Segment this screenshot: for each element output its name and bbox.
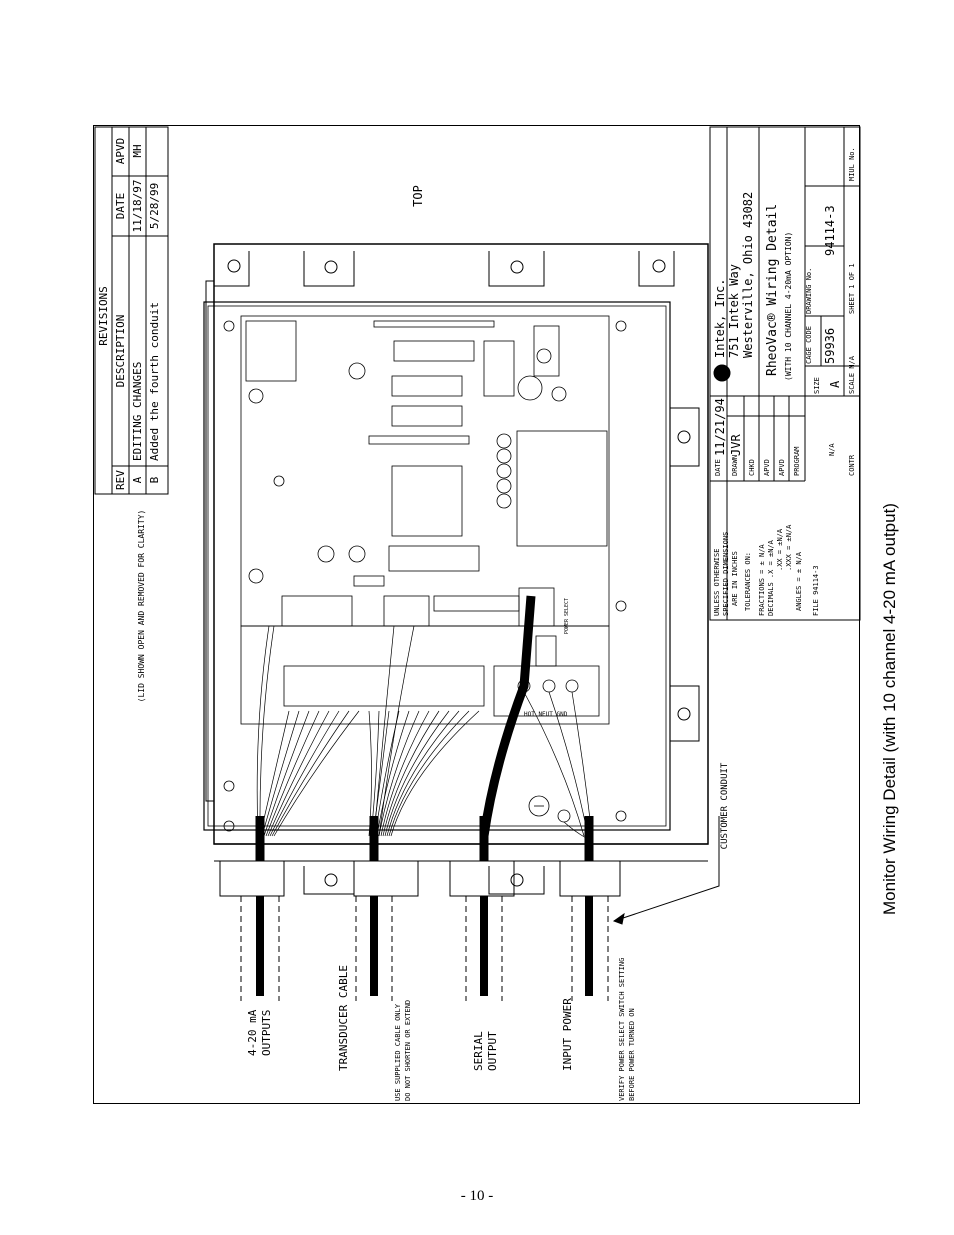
rev-a-description: EDITING CHANGES bbox=[131, 362, 144, 461]
drawing-frame: REVISIONS REV DESCRIPTION DATE APVD A ED… bbox=[93, 125, 861, 1104]
company-line-3: Westerville, Ohio 43082 bbox=[741, 192, 755, 358]
role-chkd: CHKD bbox=[748, 459, 756, 476]
rev-b: B bbox=[148, 476, 161, 483]
thick-cables bbox=[255, 595, 594, 996]
power-label: INPUT POWER bbox=[561, 998, 574, 1071]
rev-a-apvd: MH bbox=[131, 144, 144, 157]
revisions-table bbox=[94, 126, 169, 495]
role-contr: CONTR bbox=[848, 454, 856, 476]
enclosure bbox=[203, 243, 709, 897]
tol-0: UNLESS OTHERWISE bbox=[713, 549, 721, 616]
tol-8: ANGLES = ± N/A bbox=[795, 551, 803, 611]
cage-label: CAGE CODE bbox=[805, 326, 813, 364]
transducer-note-2: DO NOT SHORTEN OR EXTEND bbox=[404, 1000, 412, 1101]
mounting-hole bbox=[227, 259, 241, 273]
page-number: - 10 - bbox=[460, 1188, 494, 1204]
mill-label: MIUL No. bbox=[848, 147, 856, 181]
serial-label-2: OUTPUT bbox=[486, 1031, 499, 1071]
size-label: SIZE bbox=[813, 377, 821, 394]
title-block bbox=[709, 126, 861, 621]
power-select-label: POWER SELECT bbox=[564, 598, 570, 634]
outputs-label-2: OUTPUTS bbox=[260, 1010, 273, 1056]
tol-1: SPECIFIED DIMENSIONS bbox=[722, 532, 730, 616]
tol-5: DECIMALS .X = ±N/A bbox=[767, 539, 775, 616]
power-terminal-label: HOT NEUT GND bbox=[524, 711, 568, 718]
ground-symbol bbox=[528, 795, 550, 817]
enclosure-inner bbox=[203, 301, 671, 831]
company-logo bbox=[713, 364, 731, 382]
role-apvd2: APVD bbox=[778, 459, 786, 476]
rev-a-date: 11/18/97 bbox=[131, 180, 144, 233]
tol-2: ARE IN INCHES bbox=[731, 551, 739, 606]
description-header: DESCRIPTION bbox=[114, 315, 127, 388]
company-line-1: Intek, Inc. bbox=[713, 279, 727, 358]
rev-header: REV bbox=[114, 470, 127, 490]
drawing-title: RheoVac® Wiring Detail bbox=[765, 204, 780, 376]
apvd-header: APVD bbox=[114, 138, 127, 165]
role-apvd1: APVD bbox=[763, 459, 771, 476]
role-program: PROGRAM bbox=[793, 446, 801, 476]
cage-value: 59936 bbox=[823, 328, 837, 364]
relay-block bbox=[516, 430, 608, 547]
drawing-no-label: DRAWING No. bbox=[805, 268, 813, 314]
role-date: DATE bbox=[714, 459, 722, 476]
power-select-switch bbox=[535, 635, 557, 667]
drawing-no: 94114-3 bbox=[823, 205, 837, 256]
sheet-label: SHEET 1 OF 1 bbox=[848, 263, 856, 314]
tol-6: .XX = ±N/A bbox=[776, 528, 784, 571]
serial-connector bbox=[518, 587, 555, 627]
tol-4: FRACTIONS = ± N/A bbox=[758, 544, 766, 616]
drawing-subtitle: (WITH 10 CHANNEL 4-20mA OPTION) bbox=[784, 232, 793, 381]
customer-conduit-leader bbox=[612, 816, 720, 925]
top-note: TOP bbox=[411, 185, 425, 207]
drawn-value: JVR bbox=[729, 434, 743, 456]
transformer bbox=[391, 465, 463, 537]
figure-caption: Monitor Wiring Detail (with 10 channel 4… bbox=[880, 503, 899, 915]
date-value: 11/21/94 bbox=[713, 398, 727, 456]
rev-a: A bbox=[131, 476, 144, 483]
revisions-title: REVISIONS bbox=[97, 286, 110, 346]
scale-label: SCALE N/A bbox=[848, 355, 856, 394]
company-line-2: 751 Intek Way bbox=[727, 264, 741, 358]
terminal-strip bbox=[281, 595, 353, 627]
size-value: A bbox=[828, 380, 842, 388]
conduit-fitting bbox=[219, 860, 285, 897]
power-terminal-block bbox=[493, 665, 600, 717]
enclosure-outer bbox=[213, 243, 709, 845]
tol-3: TOLERANCES ON: bbox=[744, 552, 752, 611]
output-terminal-block bbox=[283, 665, 485, 707]
customer-conduit-note: CUSTOMER CONDUIT bbox=[720, 762, 730, 849]
conduit-dashes bbox=[240, 896, 609, 1001]
tol-7: .XXX = ±N/A bbox=[785, 524, 793, 571]
role-drawn: DRAWN bbox=[731, 455, 739, 476]
file-label: FILE 94114-3 bbox=[812, 565, 820, 616]
rev-b-description: Added the fourth conduit bbox=[148, 302, 161, 461]
power-note-2: BEFORE POWER TURNED ON bbox=[628, 1008, 636, 1101]
program-value: N/A bbox=[828, 443, 836, 456]
wiring-drawing: REVISIONS REV DESCRIPTION DATE APVD A ED… bbox=[94, 126, 861, 1101]
transducer-label: TRANSDUCER CABLE bbox=[337, 965, 350, 1071]
power-note-1: VERIFY POWER SELECT SWITCH SETTING bbox=[618, 958, 626, 1101]
date-header: DATE bbox=[114, 193, 127, 220]
serial-label-1: SERIAL bbox=[472, 1031, 485, 1071]
outputs-label-1: 4-20 mA bbox=[246, 1009, 259, 1056]
circuit-board bbox=[223, 315, 627, 832]
lid-note: (LID SHOWN OPEN AND REMOVED FOR CLARITY) bbox=[137, 510, 146, 703]
rev-b-date: 5/28/99 bbox=[148, 183, 161, 229]
transducer-note-1: USE SUPPLIED CABLE ONLY bbox=[394, 1003, 402, 1101]
